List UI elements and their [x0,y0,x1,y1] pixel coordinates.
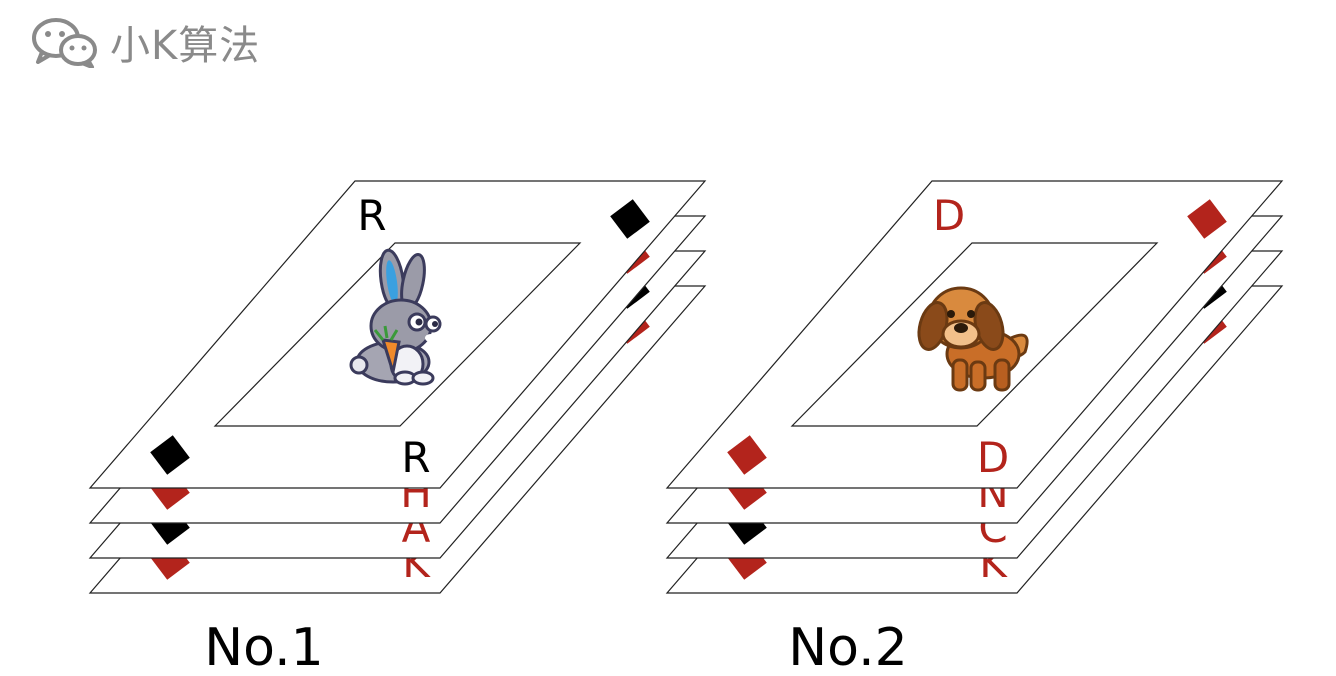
top-card: DD [665,180,1284,489]
stack-label-2: No.2 [788,618,907,676]
stack-label-1: No.1 [204,618,323,676]
brand-header: 小K算法 [30,12,260,72]
card-corner-letter: D [977,433,1009,482]
card-corner-letter: R [401,433,430,482]
card-corner-letter: R [357,191,386,240]
diamond-suit-icon [727,435,767,475]
diamond-suit-icon [150,435,190,475]
wechat-icon [32,18,97,68]
top-card: RR [88,180,707,489]
diamond-suit-icon [1187,199,1227,239]
card-inner-frame [790,242,1159,427]
diamond-suit-icon [610,199,650,239]
card-corner-letter: D [933,191,965,240]
rabbit-icon [349,248,442,386]
brand-title: 小K算法 [110,23,261,69]
dog-icon [917,286,1029,392]
card-inner-frame [213,242,582,427]
